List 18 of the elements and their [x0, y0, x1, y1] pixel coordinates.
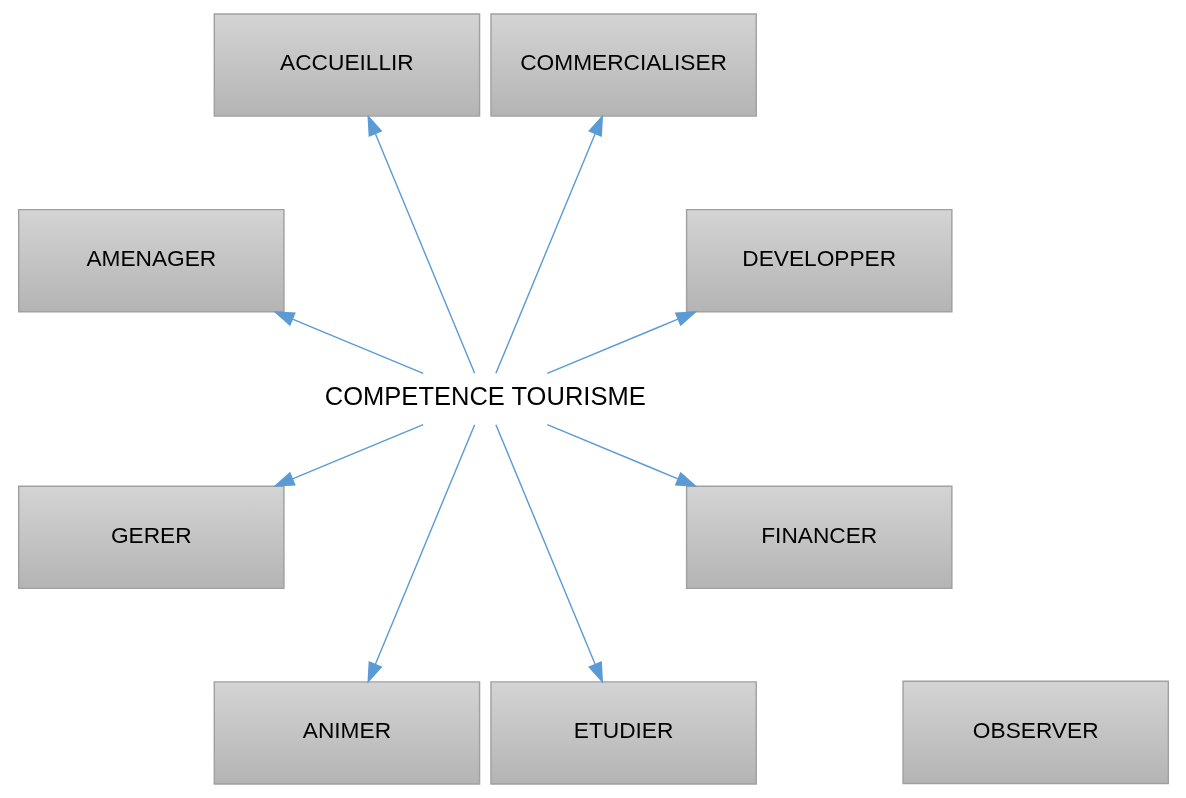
arrow — [272, 311, 424, 374]
arrow — [366, 114, 475, 375]
arrow — [546, 424, 697, 487]
arrow — [494, 423, 603, 684]
node-box: DEVELOPPER — [685, 208, 953, 313]
node-box: ACCUEILLIR — [213, 13, 480, 117]
node-box: FINANCER — [685, 485, 953, 590]
arrow — [272, 424, 424, 487]
arrow — [366, 423, 475, 684]
node-box: OBSERVER — [901, 680, 1169, 785]
node-box: ANIMER — [213, 681, 480, 785]
node-text: COMPETENCE TOURISME — [324, 382, 646, 411]
arrow — [546, 311, 697, 374]
node-box: COMMERCIALISER — [489, 13, 757, 117]
node-box: ETUDIER — [489, 681, 757, 785]
node-box: GERER — [17, 485, 285, 590]
arrow — [494, 114, 603, 375]
node-box: AMENAGER — [17, 208, 285, 313]
